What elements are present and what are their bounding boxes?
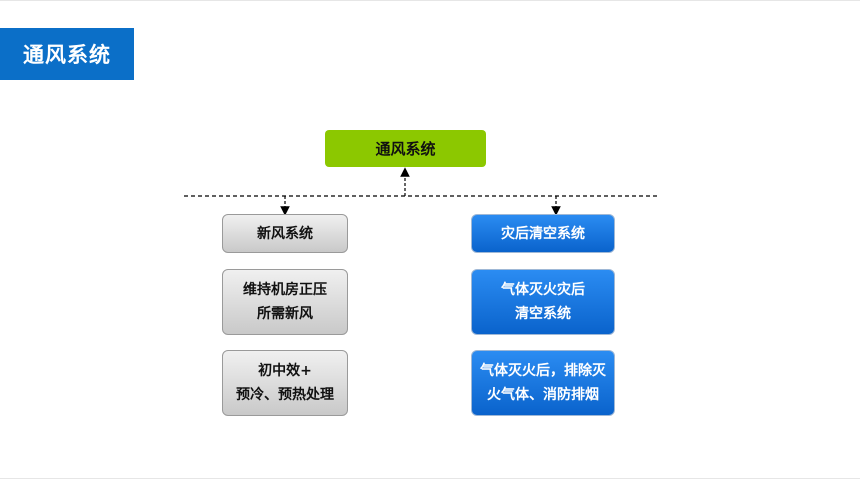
right-item-node-1: 气体灭火灾后 清空系统 bbox=[471, 269, 615, 335]
root-node-label: 通风系统 bbox=[375, 139, 436, 158]
left-item-2-line-2: 预冷、预热处理 bbox=[236, 387, 334, 403]
left-item-node-1: 维持机房正压 所需新风 bbox=[222, 269, 348, 335]
right-item-node-2: 气体灭火后，排除灭 火气体、消防排烟 bbox=[471, 350, 615, 416]
left-item-1-line-1: 维持机房正压 bbox=[243, 282, 327, 298]
page-title: 通风系统 bbox=[0, 28, 134, 80]
bottom-border-line bbox=[0, 478, 860, 479]
left-item-1-line-2: 所需新风 bbox=[257, 306, 313, 322]
right-item-1-line-1: 气体灭火灾后 bbox=[501, 282, 585, 298]
right-item-2-line-2: 火气体、消防排烟 bbox=[487, 387, 599, 403]
top-border-line bbox=[0, 0, 860, 1]
right-item-1-line-2: 清空系统 bbox=[515, 306, 571, 322]
right-header-label: 灾后清空系统 bbox=[501, 225, 585, 242]
root-node: 通风系统 bbox=[325, 130, 486, 167]
left-item-2-line-1: 初中效+ bbox=[258, 363, 312, 379]
left-header-node: 新风系统 bbox=[222, 214, 348, 253]
right-header-node: 灾后清空系统 bbox=[471, 214, 615, 253]
left-item-node-2: 初中效+ 预冷、预热处理 bbox=[222, 350, 348, 416]
left-header-label: 新风系统 bbox=[257, 225, 313, 242]
right-item-2-line-1: 气体灭火后，排除灭 bbox=[480, 363, 606, 379]
